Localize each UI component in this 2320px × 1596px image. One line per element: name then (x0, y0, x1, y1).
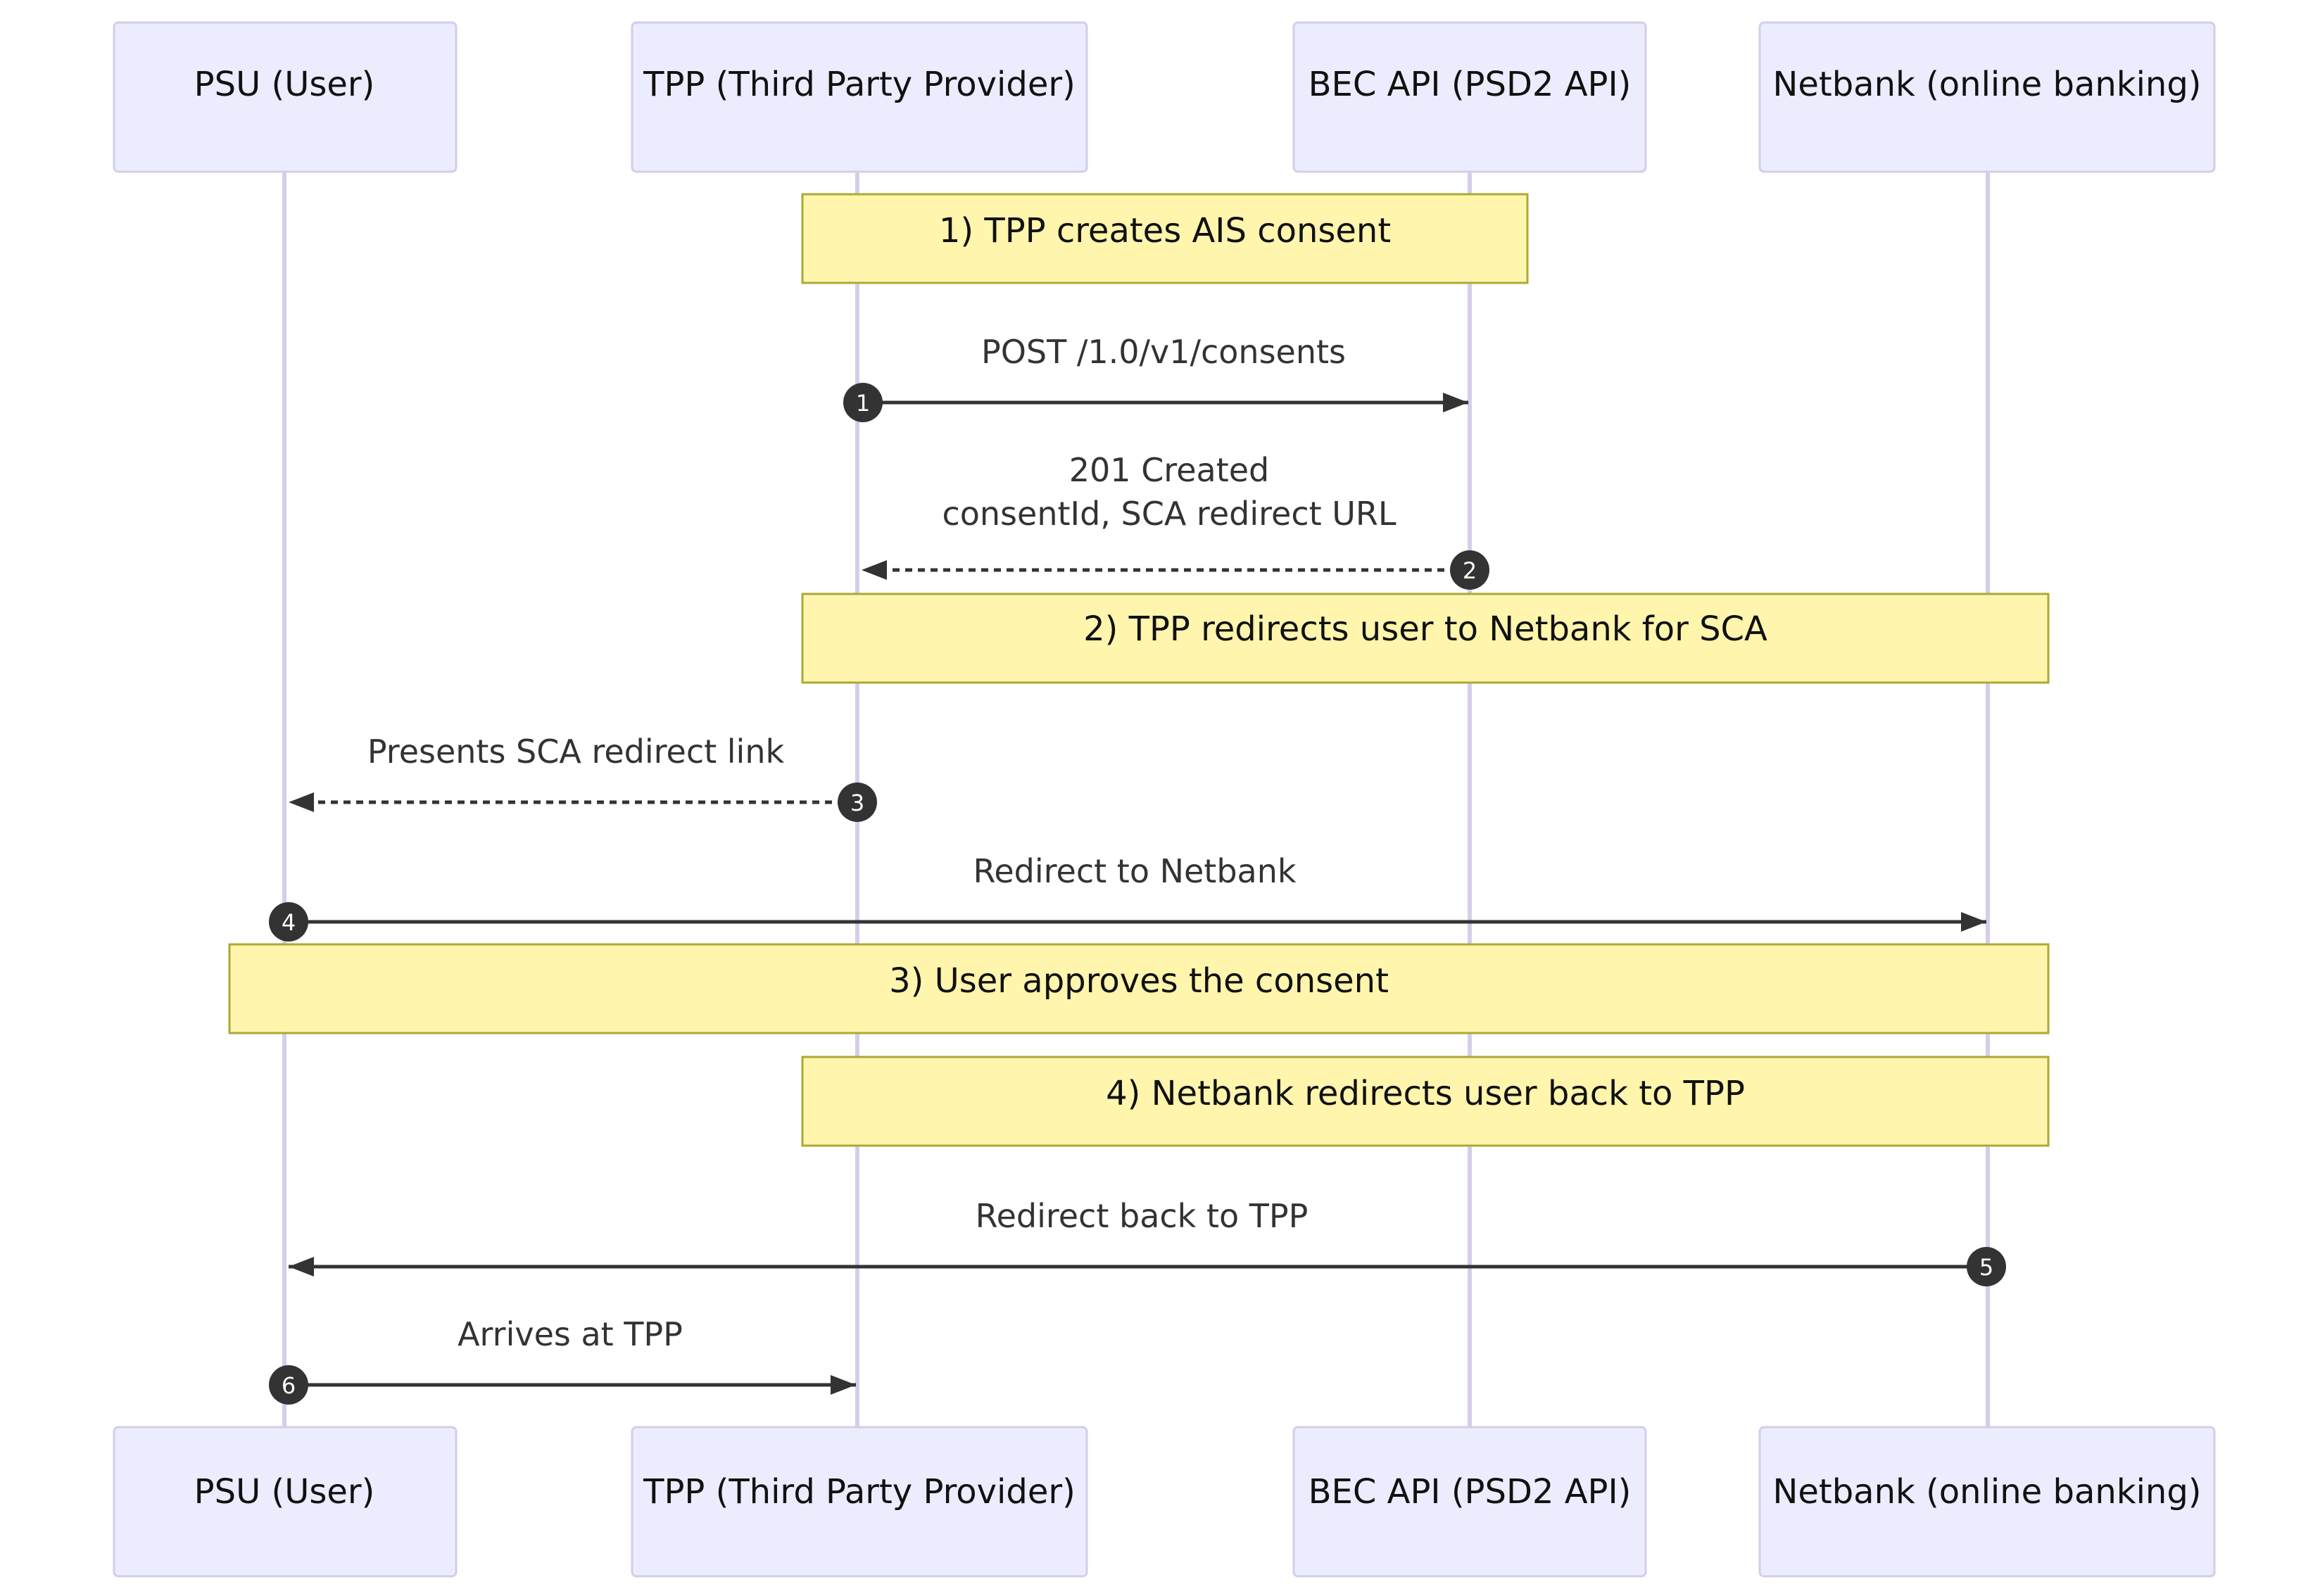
actor-bec-label: BEC API (PSD2 API) (1309, 65, 1632, 104)
sequence-number-4: 4 (269, 902, 308, 942)
actor-bec-top: BEC API (PSD2 API) (1292, 21, 1647, 173)
message-5-label: Redirect back to TPP (976, 1197, 1309, 1235)
sequence-number-1: 1 (843, 383, 883, 422)
message-5: Redirect back to TPP 5 (289, 1197, 2006, 1286)
actor-tpp-top: TPP (Third Party Provider) (631, 21, 1088, 173)
note-2: 2) TPP redirects user to Netbank for SCA (801, 593, 2050, 684)
lifelines (282, 172, 1990, 1427)
actor-tpp-label: TPP (Third Party Provider) (643, 65, 1076, 104)
actors-top: PSU (User) TPP (Third Party Provider) BE… (113, 21, 2216, 173)
actor-bec-bottom: BEC API (PSD2 API) (1292, 1426, 1647, 1578)
message-6-label: Arrives at TPP (458, 1315, 683, 1353)
note-2-label: 2) TPP redirects user to Netbank for SCA (1083, 609, 1767, 649)
sequence-number-5: 5 (1967, 1247, 2006, 1286)
actor-psu-label: PSU (User) (194, 65, 375, 104)
svg-text:3: 3 (850, 790, 864, 816)
actor-psu-top: PSU (User) (113, 21, 458, 173)
message-2-label-line2: consentId, SCA redirect URL (942, 495, 1396, 533)
message-4: Redirect to Netbank 4 (269, 852, 1986, 942)
svg-text:5: 5 (1979, 1254, 1993, 1281)
notes: 1) TPP creates AIS consent 2) TPP redire… (228, 193, 2050, 1147)
svg-text:2: 2 (1463, 557, 1477, 584)
messages: POST /1.0/v1/consents 1 201 Created cons… (269, 333, 2006, 1405)
actor-netbank-label: Netbank (online banking) (1772, 65, 2201, 104)
sequence-number-3: 3 (838, 783, 877, 822)
message-2-label-line1: 201 Created (1069, 451, 1269, 489)
note-3: 3) User approves the consent (228, 943, 2050, 1034)
actor-bec-label-bottom: BEC API (PSD2 API) (1309, 1472, 1632, 1512)
svg-text:4: 4 (282, 909, 296, 936)
actors-bottom: PSU (User) TPP (Third Party Provider) BE… (113, 1426, 2216, 1578)
actor-psu-label-bottom: PSU (User) (194, 1472, 375, 1512)
note-4-label: 4) Netbank redirects user back to TPP (1106, 1074, 1745, 1113)
actor-netbank-label-bottom: Netbank (online banking) (1772, 1472, 2201, 1512)
sequence-number-2: 2 (1450, 550, 1489, 590)
actor-psu-bottom: PSU (User) (113, 1426, 458, 1578)
note-1-label: 1) TPP creates AIS consent (939, 211, 1391, 251)
sequence-number-6: 6 (269, 1365, 308, 1405)
message-1-label: POST /1.0/v1/consents (981, 333, 1346, 371)
svg-text:1: 1 (856, 390, 870, 417)
note-4: 4) Netbank redirects user back to TPP (801, 1056, 2050, 1147)
message-2: 201 Created consentId, SCA redirect URL … (862, 451, 1489, 590)
note-3-label: 3) User approves the consent (889, 961, 1389, 1001)
actor-tpp-label-bottom: TPP (Third Party Provider) (643, 1472, 1076, 1512)
message-4-label: Redirect to Netbank (973, 852, 1296, 890)
actor-netbank-top: Netbank (online banking) (1758, 21, 2216, 173)
message-1: POST /1.0/v1/consents 1 (843, 333, 1468, 422)
note-1: 1) TPP creates AIS consent (801, 193, 1529, 284)
actor-tpp-bottom: TPP (Third Party Provider) (631, 1426, 1088, 1578)
actor-netbank-bottom: Netbank (online banking) (1758, 1426, 2216, 1578)
svg-text:6: 6 (282, 1372, 296, 1399)
message-3: Presents SCA redirect link 3 (289, 733, 877, 822)
message-6: Arrives at TPP 6 (269, 1315, 856, 1405)
message-3-label: Presents SCA redirect link (367, 733, 785, 771)
